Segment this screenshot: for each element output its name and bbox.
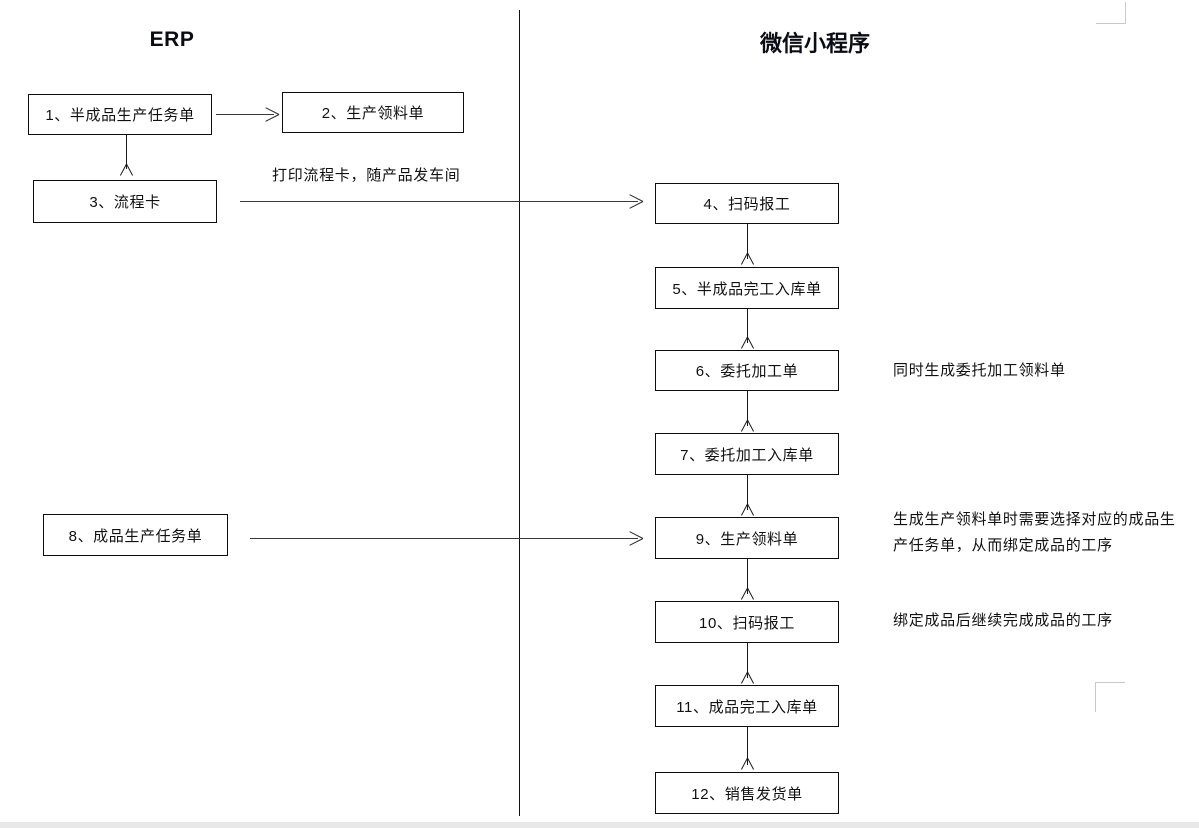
arrowhead-6-to-7-icon <box>740 420 754 431</box>
note-continue-finished-process: 绑定成品后继续完成成品的工序 <box>893 612 1113 629</box>
node-10-scan-report-work[interactable]: 10、扫码报工 <box>655 601 839 643</box>
column-header-erp: ERP <box>149 28 195 51</box>
note-generate-outsourcing-picking: 同时生成委托加工领料单 <box>893 362 1066 379</box>
arrowhead-3-to-4-icon <box>628 194 640 208</box>
arrowhead-9-to-10-icon <box>740 588 754 599</box>
arrowhead-10-to-11-icon <box>740 672 754 683</box>
page-margin-corner-top-right-icon <box>1090 2 1126 36</box>
note-picking-binds-task: 生成生产领料单时需要选择对应的成品生产任务单，从而绑定成品的工序 <box>893 511 1176 554</box>
connector-11-to-12 <box>747 727 748 765</box>
connector-4-to-5 <box>747 224 748 259</box>
arrowhead-4-to-5-icon <box>740 253 754 264</box>
node-11-finished-completion-warehousing[interactable]: 11、成品完工入库单 <box>655 685 839 727</box>
node-1-semi-finished-production-task[interactable]: 1、半成品生产任务单 <box>28 94 212 135</box>
arrowhead-5-to-6-icon <box>740 337 754 348</box>
node-8-finished-product-production-task[interactable]: 8、成品生产任务单 <box>43 514 228 556</box>
swimlane-divider <box>519 10 520 816</box>
node-12-sales-delivery-note[interactable]: 12、销售发货单 <box>655 772 839 814</box>
connector-8-to-9 <box>250 538 638 539</box>
node-7-outsourcing-warehousing[interactable]: 7、委托加工入库单 <box>655 433 839 475</box>
arrowhead-11-to-12-icon <box>740 758 754 769</box>
connector-5-to-6 <box>747 309 748 343</box>
connector-9-to-10 <box>747 559 748 594</box>
note-print-process-card: 打印流程卡，随产品发车间 <box>272 167 461 184</box>
connector-1-to-2 <box>216 114 274 115</box>
page-margin-corner-bottom-right-icon <box>1095 682 1131 716</box>
node-6-outsourcing-order[interactable]: 6、委托加工单 <box>655 350 839 391</box>
arrowhead-1-to-2-icon <box>264 107 276 121</box>
node-3-process-card[interactable]: 3、流程卡 <box>33 180 217 223</box>
arrowhead-1-to-3-icon <box>119 164 133 175</box>
connector-1-to-3 <box>126 135 127 169</box>
node-4-scan-report-work[interactable]: 4、扫码报工 <box>655 183 839 224</box>
connector-10-to-11 <box>747 643 748 678</box>
connector-6-to-7 <box>747 391 748 426</box>
node-2-production-picking-list[interactable]: 2、生产领料单 <box>282 92 464 133</box>
node-9-production-picking-list[interactable]: 9、生产领料单 <box>655 517 839 559</box>
arrowhead-7-to-9-icon <box>740 504 754 515</box>
arrowhead-8-to-9-icon <box>628 531 640 545</box>
page-bottom-band <box>0 822 1199 828</box>
node-5-semi-finished-completion-warehousing[interactable]: 5、半成品完工入库单 <box>655 267 839 309</box>
column-header-wechat: 微信小程序 <box>759 31 870 56</box>
connector-3-to-4 <box>240 201 638 202</box>
connector-7-to-9 <box>747 475 748 510</box>
